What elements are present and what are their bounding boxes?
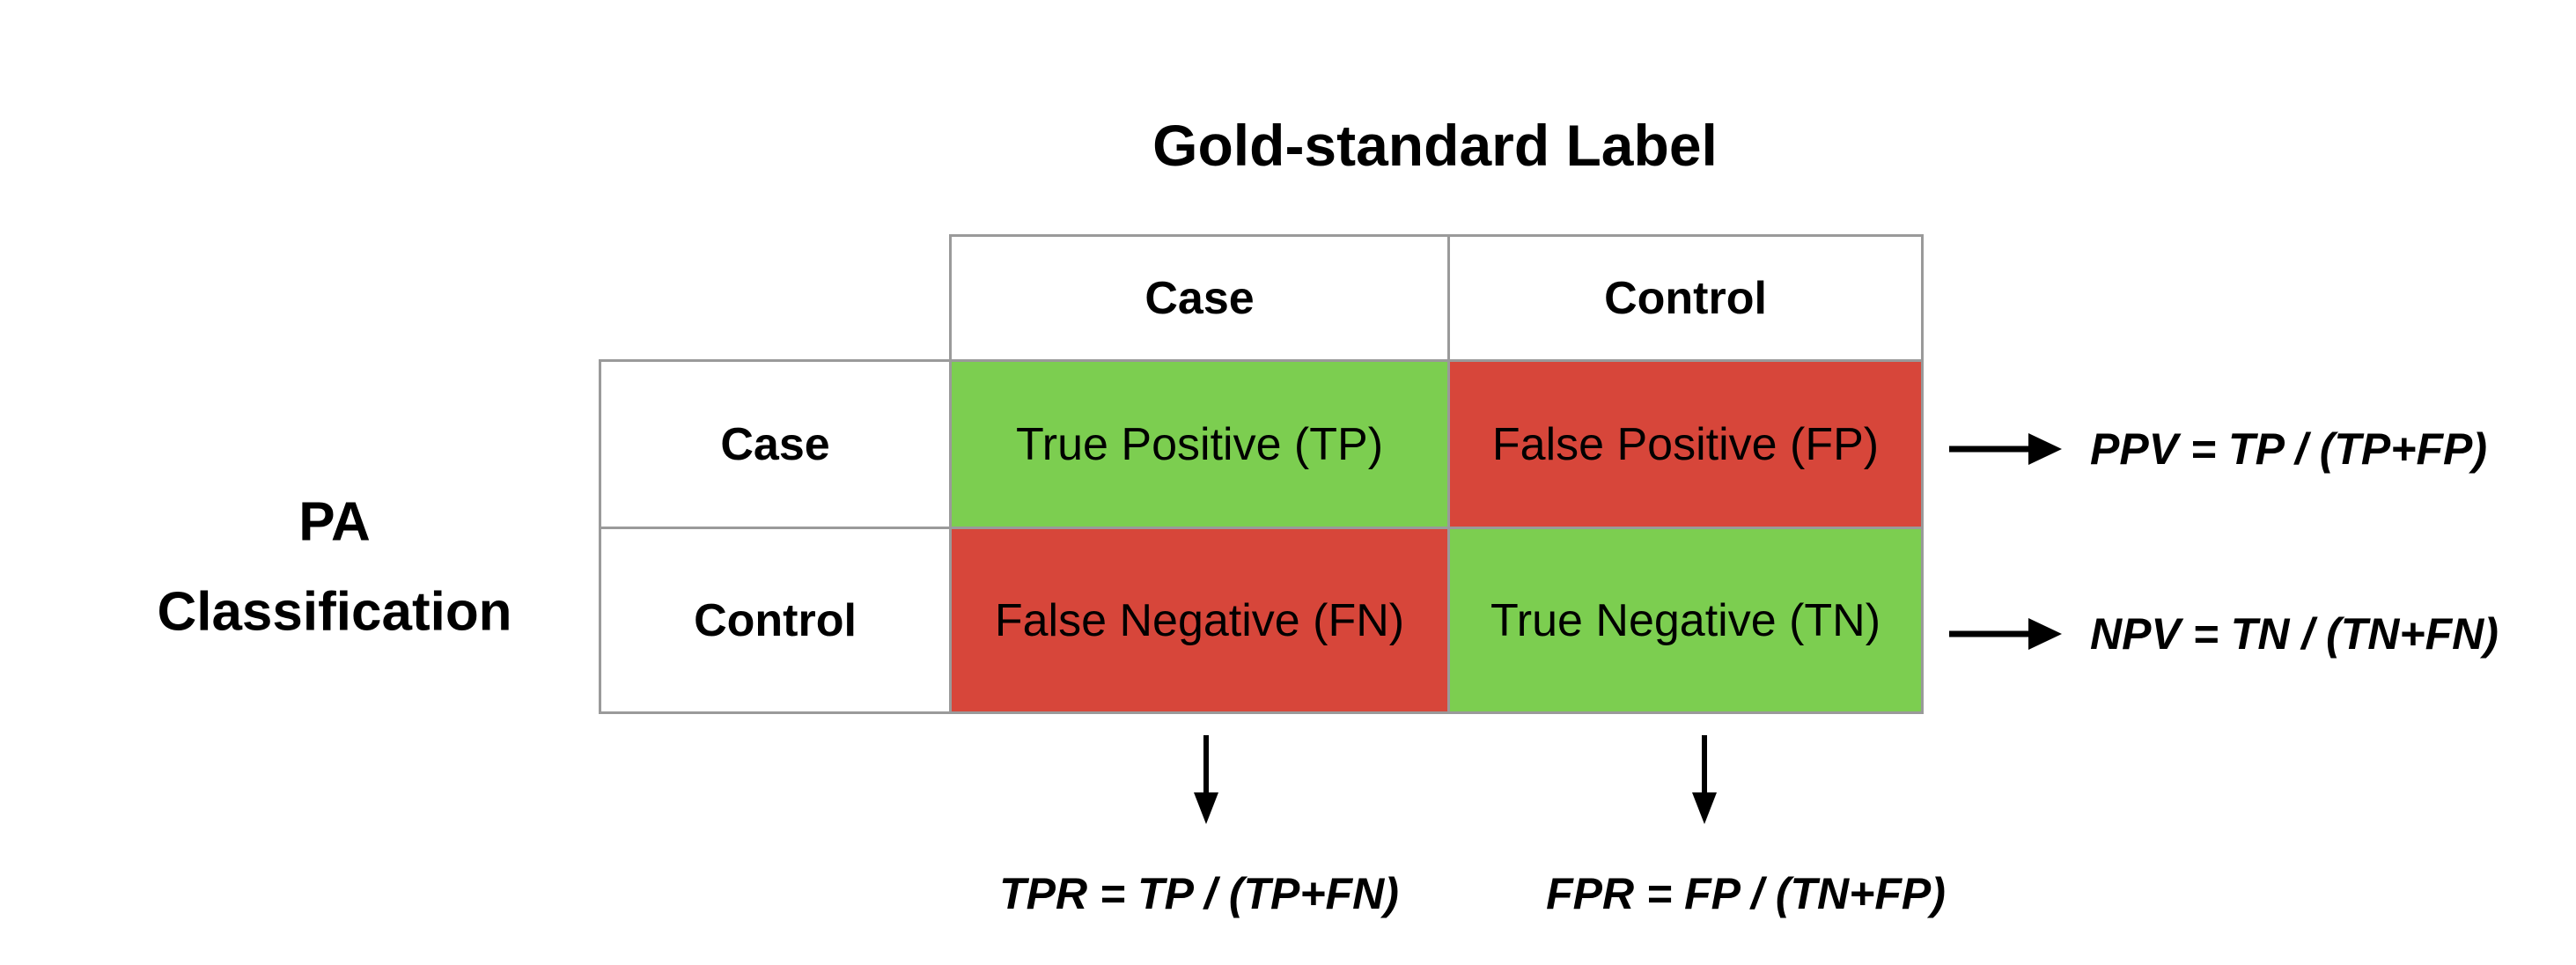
col-header-control-label: Control	[1604, 272, 1767, 324]
row-axis-label-line1: PA	[298, 491, 371, 553]
cell-true-negative: True Negative (TN)	[1447, 527, 1924, 714]
cell-true-positive-label: True Positive (TP)	[1015, 418, 1384, 470]
tpr-arrow-icon	[1194, 735, 1218, 824]
col-header-case: Case	[949, 234, 1450, 362]
row-axis-label: PA Classification	[157, 478, 512, 659]
cell-false-negative: False Negative (FN)	[949, 527, 1450, 714]
row-header-case-label: Case	[720, 418, 830, 470]
npv-arrow-icon	[1949, 618, 2062, 650]
col-header-case-label: Case	[1144, 272, 1255, 324]
row-header-control: Control	[599, 527, 952, 714]
row-header-case: Case	[599, 359, 952, 529]
figure-title: Gold-standard Label	[1152, 113, 1718, 178]
ppv-arrow-icon	[1949, 433, 2062, 465]
cell-true-positive: True Positive (TP)	[949, 359, 1450, 529]
cell-false-positive: False Positive (FP)	[1447, 359, 1924, 529]
fpr-arrow-icon	[1692, 735, 1717, 824]
ppv-formula: PPV = TP / (TP+FP)	[2090, 424, 2488, 474]
fpr-formula: FPR = FP / (TN+FP)	[1546, 869, 1946, 918]
cell-false-positive-label: False Positive (FP)	[1491, 418, 1880, 470]
npv-formula: NPV = TN / (TN+FN)	[2090, 609, 2499, 659]
row-axis-label-line2: Classification	[157, 582, 512, 643]
cell-false-negative-label: False Negative (FN)	[994, 594, 1405, 646]
col-header-control: Control	[1447, 234, 1924, 362]
cell-true-negative-label: True Negative (TN)	[1490, 594, 1881, 646]
tpr-formula: TPR = TP / (TP+FN)	[999, 869, 1399, 918]
row-header-control-label: Control	[694, 594, 857, 646]
